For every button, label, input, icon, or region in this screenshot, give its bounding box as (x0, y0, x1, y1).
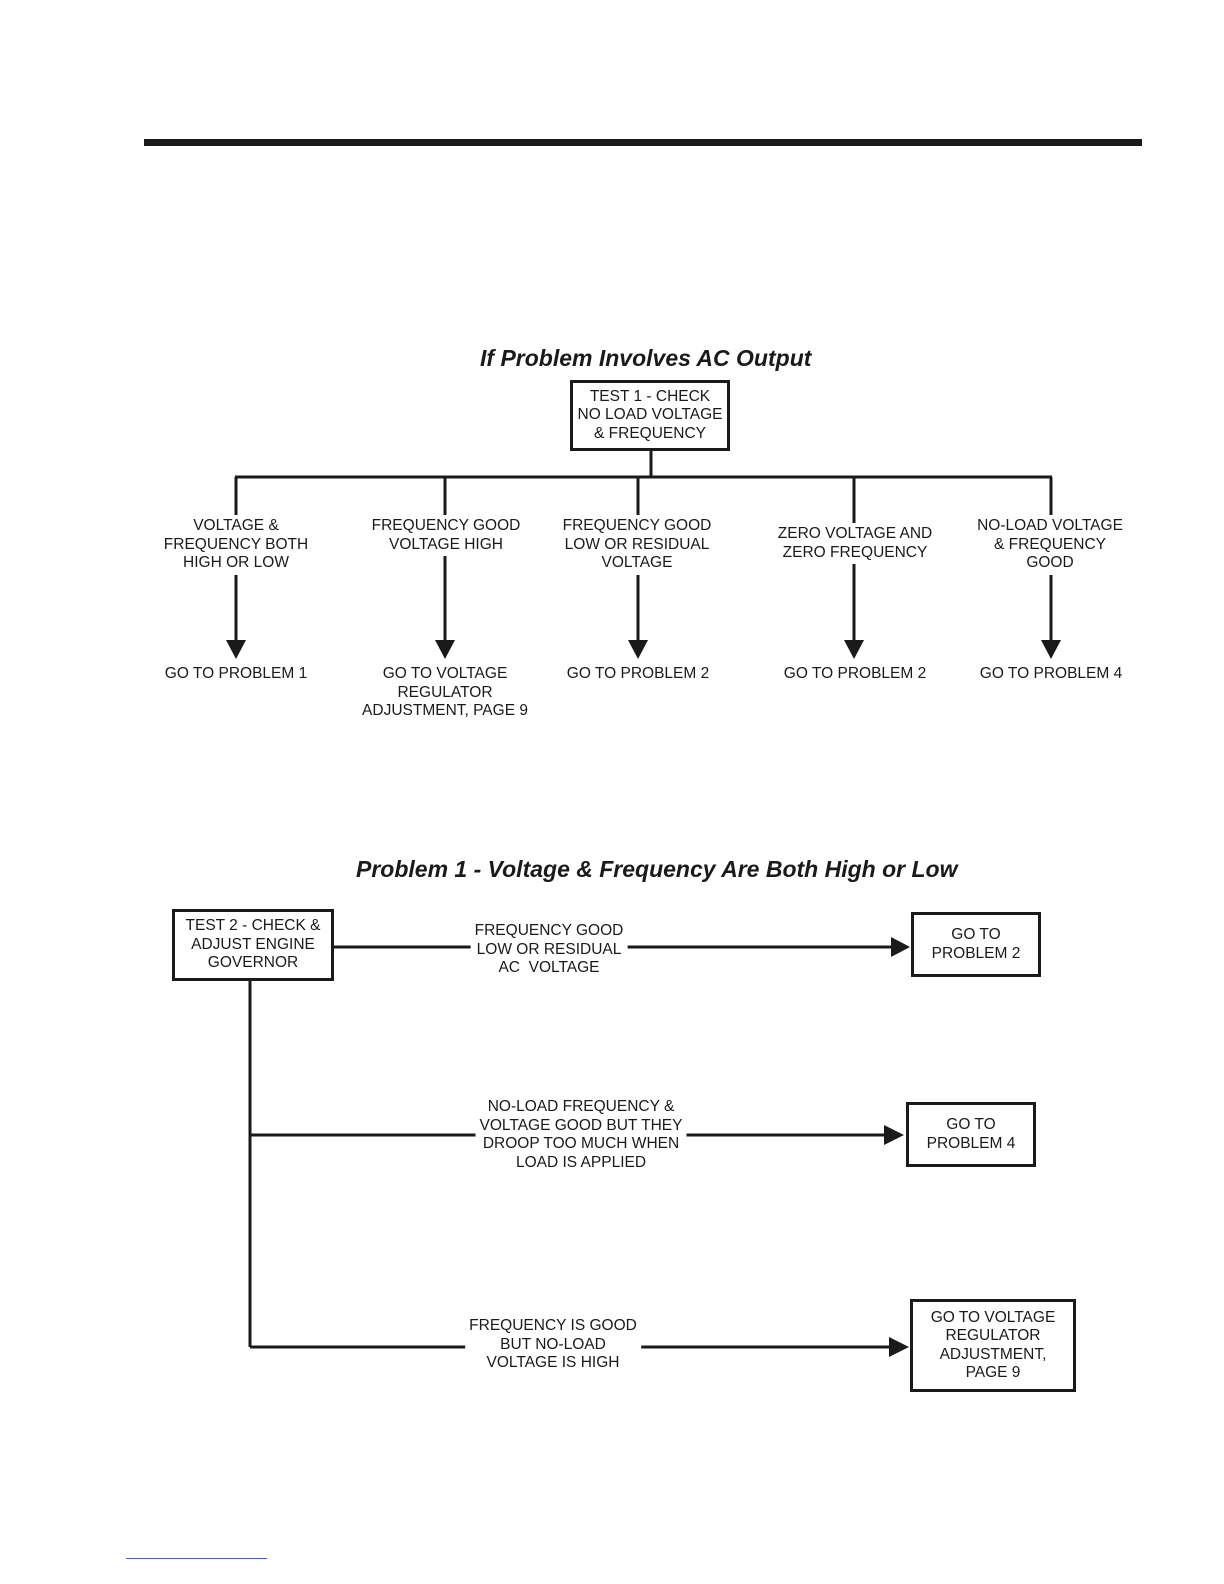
test-2-box: TEST 2 - CHECK & ADJUST ENGINE GOVERNOR (172, 909, 334, 981)
arrow-down-3 (628, 640, 648, 659)
arrow-right-3 (889, 1337, 909, 1357)
condition-label: NO-LOAD FREQUENCY & VOLTAGE GOOD BUT THE… (475, 1096, 687, 1174)
header-rule (144, 139, 1142, 146)
condition-label: VOLTAGE & FREQUENCY BOTH HIGH OR LOW (159, 515, 313, 575)
condition-label: ZERO VOLTAGE AND ZERO FREQUENCY (773, 523, 937, 564)
result-label: GO TO PROBLEM 1 (164, 665, 308, 682)
test-1-box: TEST 1 - CHECK NO LOAD VOLTAGE & FREQUEN… (570, 380, 730, 451)
go-to-voltage-regulator-box: GO TO VOLTAGE REGULATOR ADJUSTMENT, PAGE… (910, 1299, 1076, 1392)
arrow-down-5 (1041, 640, 1061, 659)
result-label: GO TO PROBLEM 4 (979, 665, 1123, 682)
result-label: GO TO PROBLEM 2 (566, 665, 710, 682)
arrow-right-2 (884, 1125, 904, 1145)
result-label: GO TO PROBLEM 2 (783, 665, 927, 682)
bottom-diagram-title: Problem 1 - Voltage & Frequency Are Both… (356, 856, 958, 882)
result-label: GO TO VOLTAGE REGULATOR ADJUSTMENT, PAGE… (362, 665, 528, 719)
go-to-problem-2-box: GO TO PROBLEM 2 (911, 912, 1041, 977)
arrow-down-1 (226, 640, 246, 659)
condition-label: NO-LOAD VOLTAGE & FREQUENCY GOOD (973, 515, 1127, 575)
condition-label: FREQUENCY GOOD LOW OR RESIDUAL VOLTAGE (558, 515, 716, 575)
arrow-right-1 (891, 937, 910, 957)
go-to-problem-4-box: GO TO PROBLEM 4 (906, 1102, 1036, 1167)
arrow-down-2 (435, 640, 455, 659)
condition-label: FREQUENCY GOOD LOW OR RESIDUAL AC VOLTAG… (470, 920, 628, 980)
footer-link-line (126, 1558, 267, 1559)
condition-label: FREQUENCY IS GOOD BUT NO-LOAD VOLTAGE IS… (465, 1315, 641, 1375)
top-diagram-title: If Problem Involves AC Output (480, 345, 812, 371)
arrow-down-4 (844, 640, 864, 659)
condition-label: FREQUENCY GOOD VOLTAGE HIGH (367, 515, 525, 556)
